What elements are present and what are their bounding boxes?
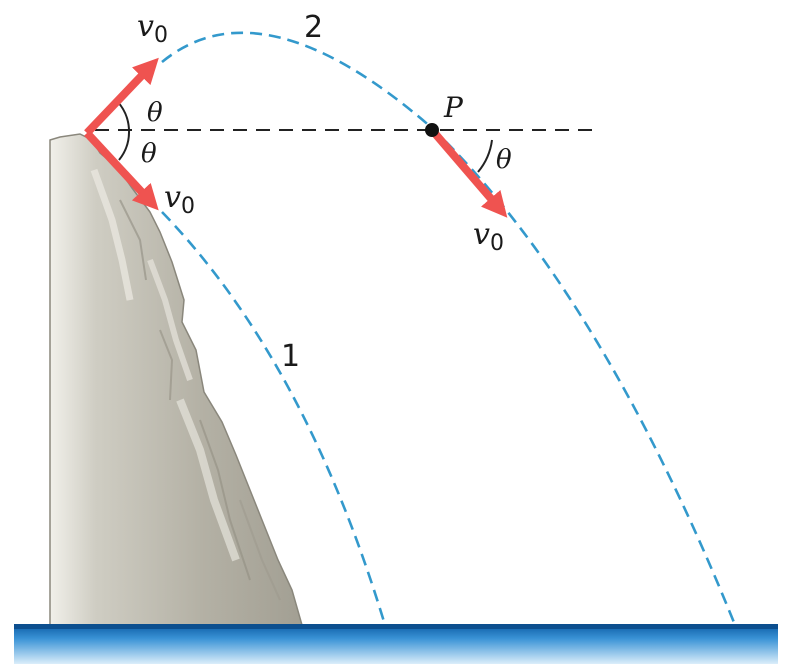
label-v0-p: v0 [473, 217, 504, 256]
label-path-1: 1 [281, 339, 300, 374]
point-p-dot [425, 123, 439, 137]
angle-arc-p [477, 139, 493, 173]
velocity-arrow-up [84, 57, 159, 136]
angle-arc-lower [118, 129, 131, 161]
label-theta-upper: θ [147, 98, 163, 128]
velocity-arrow-p [428, 127, 508, 218]
label-point-p: P [443, 91, 464, 124]
trajectory-1 [161, 211, 387, 626]
label-v0-lower: v0 [164, 180, 195, 219]
velocity-arrow-down [84, 130, 159, 211]
cliff [49, 133, 303, 626]
label-v0-upper: v0 [137, 9, 168, 48]
label-theta-p: θ [496, 145, 512, 175]
label-path-2: 2 [304, 10, 323, 45]
label-theta-lower: θ [141, 139, 157, 169]
water [14, 624, 778, 664]
